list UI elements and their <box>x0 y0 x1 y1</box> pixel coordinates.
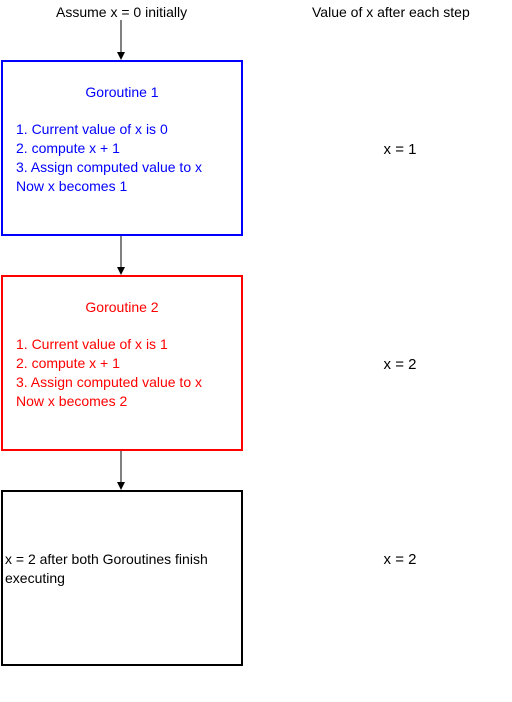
goroutine-2-step-line: Now x becomes 2 <box>16 393 128 409</box>
goroutine-1-box: Goroutine 1 1. Current value of x is 0 2… <box>1 60 243 236</box>
value-after-completion: x = 2 <box>383 551 417 568</box>
value-column-title: Value of x after each step <box>312 4 470 20</box>
goroutine-1-title: Goroutine 1 <box>85 84 159 100</box>
final-state-text: x = 2 after both Goroutines finish execu… <box>5 550 237 588</box>
final-state-line: executing <box>5 570 65 586</box>
value-after-step-1: x = 1 <box>383 141 417 158</box>
goroutine-1-step-line: 2. compute x + 1 <box>16 140 120 156</box>
goroutine-2-title: Goroutine 2 <box>85 299 159 315</box>
goroutine-1-step-line: Now x becomes 1 <box>16 178 128 194</box>
goroutine-2-steps: 1. Current value of x is 1 2. compute x … <box>16 335 237 411</box>
goroutine-2-step-line: 2. compute x + 1 <box>16 355 120 371</box>
goroutine-1-step-line: 3. Assign computed value to x <box>16 159 202 175</box>
goroutine-1-step-line: 1. Current value of x is 0 <box>16 121 168 137</box>
final-state-box: x = 2 after both Goroutines finish execu… <box>1 490 243 666</box>
final-state-line: x = 2 after both Goroutines finish <box>5 551 208 567</box>
goroutine-2-step-line: 3. Assign computed value to x <box>16 374 202 390</box>
goroutine-1-steps: 1. Current value of x is 0 2. compute x … <box>16 120 237 196</box>
initial-value-label: Assume x = 0 initially <box>56 4 188 20</box>
goroutine-2-box: Goroutine 2 1. Current value of x is 1 2… <box>1 275 243 451</box>
value-after-step-2: x = 2 <box>383 356 417 373</box>
goroutine-2-step-line: 1. Current value of x is 1 <box>16 336 168 352</box>
